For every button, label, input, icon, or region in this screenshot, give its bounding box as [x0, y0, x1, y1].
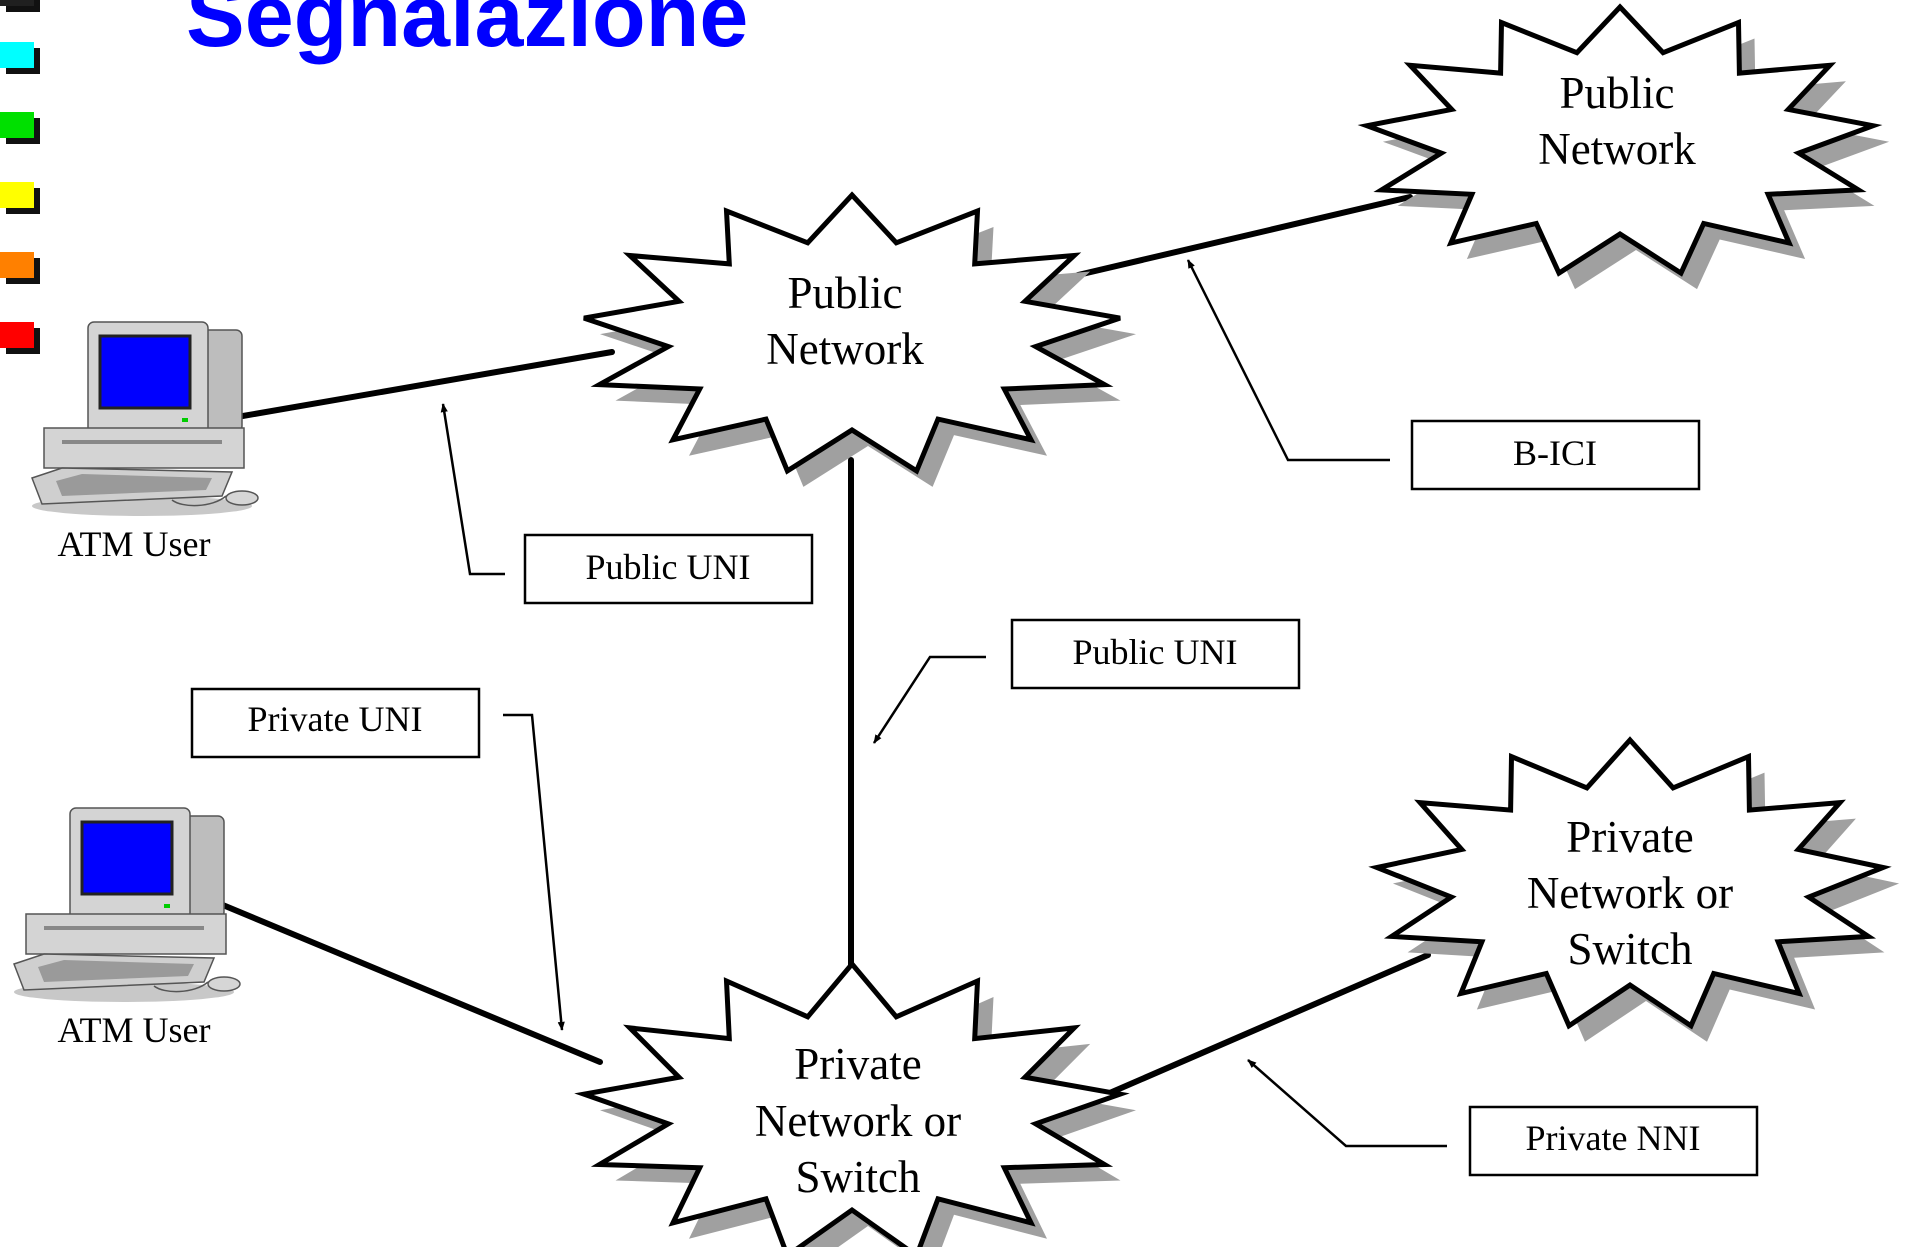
private-network-bottom-label-line-3: Switch [795, 1152, 920, 1202]
mouse [225, 490, 259, 506]
public-network-top-label-line-2: Network [1538, 124, 1696, 174]
keyboard-keys [38, 960, 194, 982]
mouse [207, 976, 241, 992]
public-uni-center-label: Public UNI [1073, 632, 1238, 672]
bullet-marker-green [0, 112, 34, 138]
public-network-top-cloud [1357, 3, 1890, 290]
private-network-right-label-line-3: Switch [1567, 924, 1692, 974]
b-ici-callout-arrow [1186, 259, 1390, 462]
system-unit-slot [62, 440, 222, 444]
private-uni-box [190, 687, 481, 759]
private-network-right-cloud [1368, 736, 1900, 1042]
private-network-bottom-cloud [574, 960, 1136, 1247]
private-uni-label: Private UNI [248, 699, 423, 739]
user-labels: ATM User ATM User [58, 524, 211, 1050]
b-ici-label: B-ICI [1513, 433, 1597, 473]
monitor-screen [80, 820, 174, 896]
public-network-center-label-line-2: Network [766, 324, 924, 374]
mouse-cable [171, 495, 227, 507]
system-unit [43, 427, 245, 469]
private-nni-box [1468, 1105, 1759, 1177]
cloud-labels: Public Network Public Network Private Ne… [755, 68, 1733, 1202]
bullet-marker-cyan [0, 42, 34, 68]
public-network-top-label-line-1: Public [1559, 68, 1674, 118]
monitor-screen [98, 334, 192, 410]
monitor-led [182, 418, 188, 422]
link-private-network-to-private-network [1079, 952, 1431, 1108]
public-network-top-cloud-shape [1357, 3, 1883, 277]
atm-user-top-label: ATM User [58, 524, 211, 564]
private-network-bottom-label-line-1: Private [794, 1039, 921, 1089]
bullet-marker-dark [0, 0, 34, 6]
private-network-bottom-cloud-shape [574, 960, 1130, 1247]
private-nni-label: Private NNI [1526, 1118, 1701, 1158]
private-uni-callout-arrow [503, 713, 565, 1031]
public-uni-center-callout-arrow [872, 655, 986, 744]
public-uni-left-label: Public UNI [586, 547, 751, 587]
link-user-top-to-public-network [234, 349, 615, 420]
computer-icon [13, 807, 241, 1002]
public-network-center-cloud [583, 191, 1136, 487]
bullet-marker-yellow [0, 182, 34, 208]
public-network-center-label-line-1: Public [787, 268, 902, 318]
private-network-right-label-line-1: Private [1566, 812, 1693, 862]
system-unit-slot [44, 926, 204, 930]
private-network-right-cloud-shape [1368, 736, 1892, 1030]
interface-label-texts: B-ICI Public UNI Public UNI Private UNI … [248, 433, 1701, 1158]
atm-user-bottom-label: ATM User [58, 1010, 211, 1050]
mouse-cable [153, 981, 209, 993]
public-uni-left-callout-arrow [440, 403, 505, 576]
interface-labels [190, 419, 1759, 1177]
monitor-led [164, 904, 170, 908]
private-network-right-label-line-2: Network or [1527, 868, 1733, 918]
link-public-network-to-public-network [1075, 194, 1413, 278]
bullet-marker-orange [0, 252, 34, 278]
system-unit [25, 913, 227, 955]
callout-arrows [440, 259, 1447, 1148]
link-user-bottom-to-private-network [215, 900, 603, 1065]
computer-icon [31, 321, 259, 516]
keyboard-keys [56, 474, 212, 496]
b-ici-box [1410, 419, 1701, 491]
slide-title: Segnalazione [186, 0, 749, 65]
connection-lines [215, 194, 1431, 1108]
clouds-layer [574, 3, 1900, 1247]
public-uni-center-box [1010, 618, 1301, 690]
public-network-center-cloud-shape [583, 191, 1121, 475]
private-nni-callout-arrow [1247, 1059, 1447, 1148]
private-network-bottom-label-line-2: Network or [755, 1096, 961, 1146]
bullet-marker-red [0, 322, 34, 348]
public-uni-left-box [523, 533, 814, 605]
